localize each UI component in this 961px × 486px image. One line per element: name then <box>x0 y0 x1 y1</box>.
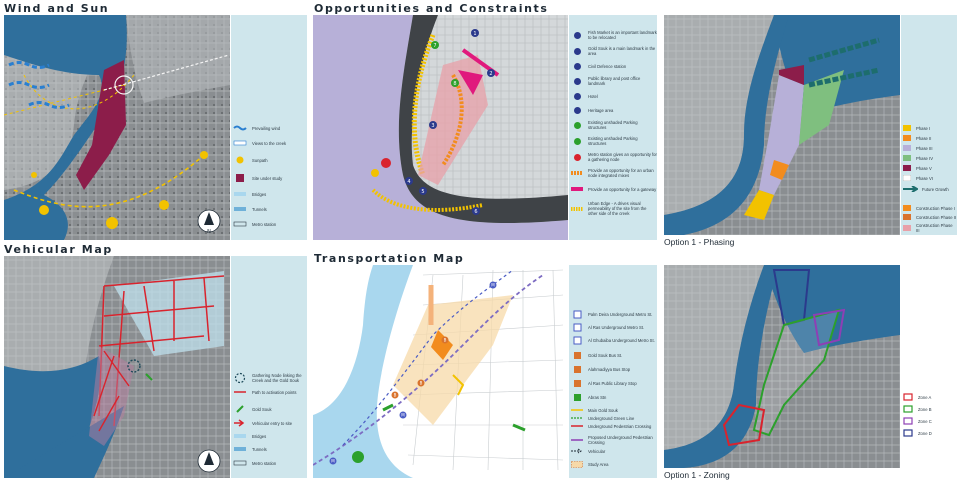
legend-item: Existing unshaded Parking structures <box>569 136 657 146</box>
legend-item: Zone D <box>901 429 957 437</box>
svg-text:M: M <box>331 459 335 464</box>
legend-item: Bridges <box>231 433 307 439</box>
legend-item: Urban Edge - A drives visual permeabilit… <box>571 201 647 216</box>
legend-item: Phase IV <box>901 155 957 161</box>
legend-item: Existing unshaded Parking structures <box>569 120 657 130</box>
legend-item: Views to the creek <box>231 140 307 146</box>
legend-item: Metro station gives an opportunity for a… <box>569 152 657 162</box>
legend-item: Construction Phase II <box>901 214 957 220</box>
svg-text:B: B <box>420 381 423 386</box>
map-opportunities: 7 1 8 2 3 4 5 6 <box>313 15 568 240</box>
legend-item: Construction Phase I <box>901 205 957 211</box>
legend-item: Phase III <box>901 145 957 151</box>
legend-item: Path to activation points <box>234 389 297 395</box>
caption-zoning: Option 1 - Zoning <box>664 470 730 480</box>
svg-text:7: 7 <box>433 43 436 49</box>
map-phasing <box>664 15 900 235</box>
map-wind-sun: N <box>4 15 230 240</box>
legend-item: Heritage area <box>569 106 657 115</box>
legend-item: Sunpath <box>231 155 307 165</box>
legend-item: Metro station <box>231 460 307 466</box>
legend-item: Phase V <box>901 165 957 171</box>
legend-item: Vehicular <box>569 448 657 454</box>
svg-text:5: 5 <box>421 189 424 195</box>
legend-item: Alahmadiyya Bus Stop <box>569 365 657 374</box>
legend-item: Phase VI <box>901 175 957 181</box>
legend-opportunities: Fish Market is an important landmark to … <box>569 15 657 240</box>
legend-vehicular: Gathering Node linking the Creek and the… <box>231 256 307 478</box>
legend-wind-sun: Prevailing wind Views to the creek Sunpa… <box>231 15 307 240</box>
map-vehicular <box>4 256 230 478</box>
legend-item: Site under study <box>231 173 307 183</box>
legend-item: Provide an opportunity for a gateway <box>571 186 657 192</box>
svg-text:3: 3 <box>431 123 434 129</box>
legend-phasing: Phase I Phase II Phase III Phase IV Phas… <box>901 15 957 235</box>
legend-item: Phase I <box>901 125 957 131</box>
title-opportunities: Opportunities and Constraints <box>314 2 549 15</box>
svg-text:1: 1 <box>473 31 476 37</box>
legend-item: Phase II <box>901 135 957 141</box>
legend-item: Underground Pedestrian Crossing <box>571 423 652 429</box>
legend-item: Main Gold Souk <box>571 407 618 413</box>
legend-item: Zone C <box>901 417 957 425</box>
legend-item: Underground Green Line <box>571 415 635 421</box>
legend-item: Zone A <box>901 393 957 401</box>
legend-zoning: Zone A Zone B Zone C Zone D <box>901 265 957 468</box>
legend-transportation: Palm Deira Underground Metro St. Al Ras … <box>569 265 657 478</box>
legend-item: Public library and post office landmark <box>569 76 657 86</box>
title-transportation: Transportation Map <box>314 252 465 265</box>
legend-item: Al Ras Underground Metro St. <box>569 323 657 332</box>
map-zoning <box>664 265 900 468</box>
svg-text:4: 4 <box>407 179 410 185</box>
legend-item: Hotel <box>569 92 657 101</box>
svg-text:B: B <box>394 393 397 398</box>
legend-item: Civil Defence station <box>569 62 657 71</box>
legend-item: Future Growth <box>901 186 957 192</box>
legend-item: Zone B <box>901 405 957 413</box>
svg-text:M: M <box>491 283 495 288</box>
svg-text:8: 8 <box>453 81 456 87</box>
legend-item: Gathering Node linking the Creek and the… <box>231 372 307 384</box>
legend-item: Gold Souk <box>231 404 307 414</box>
legend-item: Provide an opportunity for an urban node… <box>571 168 654 178</box>
legend-item: Gold Souk Bus St. <box>569 351 657 360</box>
legend-item: Fish Market is an important landmark to … <box>569 30 657 40</box>
legend-item: Construction Phase III <box>901 223 957 233</box>
legend-item: Al Ras Public Library Stop <box>569 379 657 388</box>
title-wind-sun: Wind and Sun <box>4 2 110 15</box>
caption-phasing: Option 1 - Phasing <box>664 237 735 247</box>
legend-item: Tunnels <box>231 446 307 452</box>
legend-item: Prevailing wind <box>231 125 307 131</box>
legend-item: Tunnels <box>231 206 307 212</box>
legend-item: Abras Stn <box>569 393 657 402</box>
svg-text:6: 6 <box>474 209 477 215</box>
legend-item: Gold Souk is a main landmark in the area <box>569 46 657 56</box>
legend-item: Metro station <box>231 221 307 227</box>
legend-item: Al Ghubaiba Underground Metro St. <box>569 336 657 345</box>
svg-text:M: M <box>401 413 405 418</box>
legend-item: Bridges <box>231 191 307 197</box>
legend-item: Palm Deira Underground Metro St. <box>569 310 657 319</box>
map-transportation: M M M B B B <box>313 265 568 478</box>
svg-text:2: 2 <box>489 71 492 77</box>
legend-item: Study Area <box>569 461 657 468</box>
opportunity-markers: 7 1 8 2 3 4 5 6 <box>405 29 495 215</box>
title-vehicular: Vehicular Map <box>4 243 113 256</box>
legend-item: Vehicular entry to site <box>231 419 307 427</box>
svg-text:B: B <box>444 338 447 343</box>
legend-item: Proposed Underground Pedestrian Crossing <box>571 435 653 445</box>
compass-label: N <box>207 229 211 235</box>
